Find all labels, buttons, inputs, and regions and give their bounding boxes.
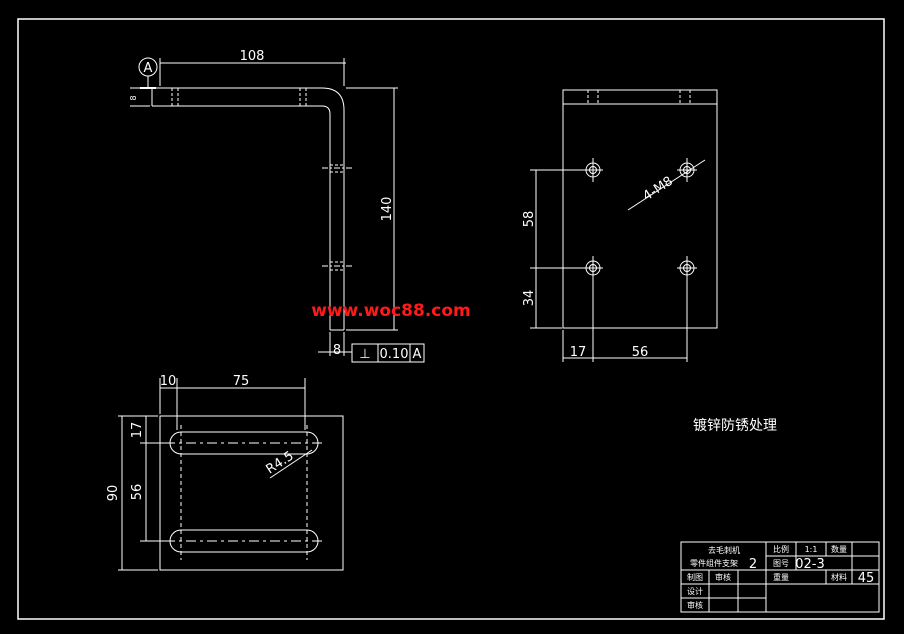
drawing-border — [17, 18, 885, 620]
tolerance-value: 0.10 — [380, 347, 409, 362]
surface-note: 镀锌防锈处理 — [693, 417, 777, 434]
tb-material: 45 — [858, 571, 875, 586]
dim-140: 140 — [380, 197, 395, 222]
tolerance-datum: A — [413, 347, 422, 362]
dim-17-top: 17 — [130, 422, 145, 439]
tb-drawn-label: 制图 — [687, 572, 703, 582]
tb-part-num: 2 — [749, 557, 757, 572]
tb-design-label: 设计 — [687, 586, 703, 596]
dim-34: 34 — [522, 290, 537, 307]
tb-drawing-no-label: 图号 — [773, 559, 789, 568]
dim-75: 75 — [233, 374, 250, 389]
dim-10: 10 — [160, 374, 177, 389]
tb-machine: 去毛刺机 — [708, 545, 740, 555]
dim-108: 108 — [240, 49, 265, 64]
tb-approve-label: 审核 — [715, 572, 731, 582]
title-block-grid — [680, 541, 880, 613]
datum-a-label: A — [144, 61, 153, 76]
dim-17: 17 — [570, 345, 587, 360]
side-view — [130, 57, 398, 356]
dim-58: 58 — [522, 211, 537, 228]
tolerance-symbol: ⊥ — [359, 347, 370, 362]
dim-8-top: 8 — [129, 95, 138, 100]
tb-drawing-no: 02-3 — [795, 557, 825, 572]
tb-part: 零件组件支架 — [690, 558, 738, 568]
hole-top-left — [583, 158, 603, 182]
tb-material-label: 材料 — [831, 572, 847, 582]
tb-scale: 1:1 — [805, 545, 818, 554]
dim-90: 90 — [106, 485, 121, 502]
radius-label: R4.5 — [264, 449, 297, 478]
hole-callout: 4-M8 — [640, 174, 675, 204]
tb-scale-label: 比例 — [773, 544, 789, 554]
tolerance-frame — [344, 343, 425, 363]
tb-qty-label: 数量 — [831, 544, 847, 554]
dim-56-top: 56 — [130, 484, 145, 501]
dim-56-front: 56 — [632, 345, 649, 360]
hole-top-right — [677, 158, 697, 182]
watermark: www.woc88.com — [311, 301, 471, 321]
dim-8-bottom: 8 — [333, 343, 341, 358]
tb-check-label: 审核 — [687, 600, 703, 610]
top-view — [118, 378, 344, 571]
front-view — [530, 89, 718, 362]
tb-weight-label: 重量 — [773, 572, 789, 582]
